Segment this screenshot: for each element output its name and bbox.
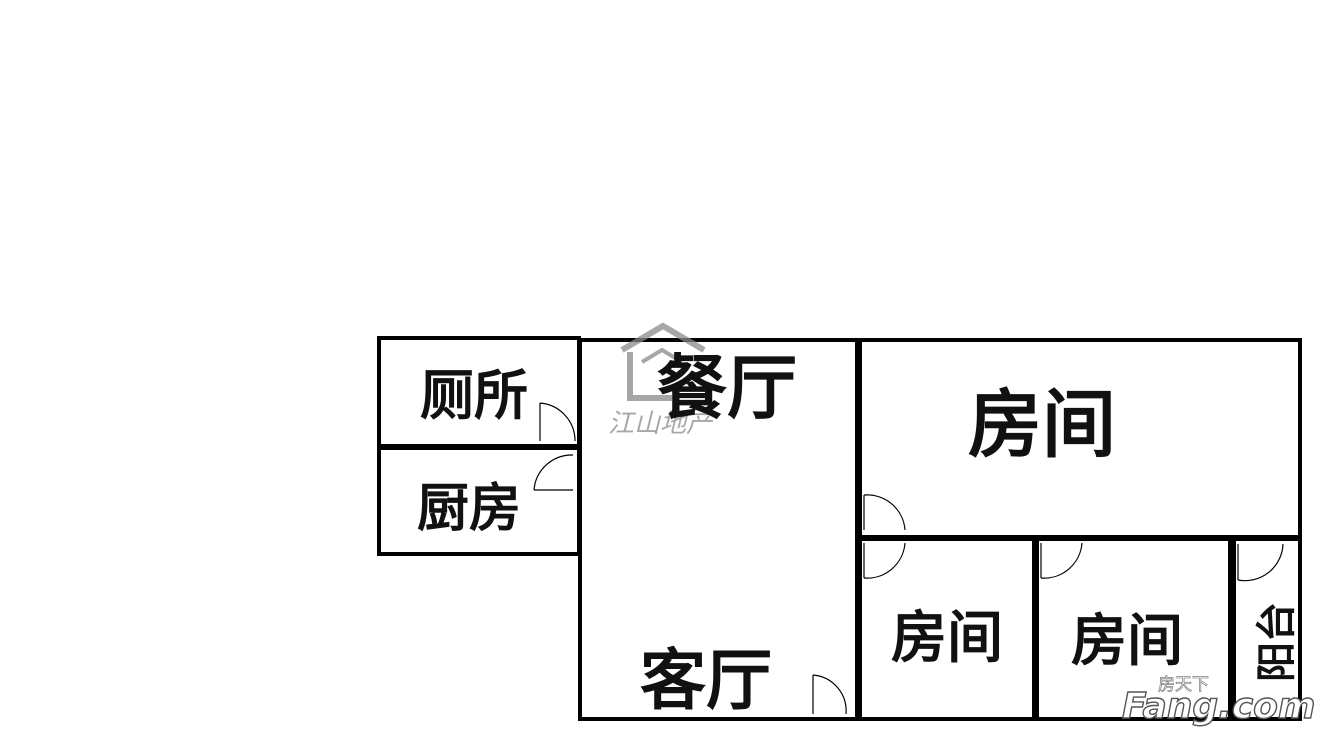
room-label-kitchen: 厨房 xyxy=(417,479,521,539)
agency-watermark-text: 江山地产 xyxy=(608,409,715,439)
room-label-bedroom-large: 房间 xyxy=(968,382,1116,468)
house-logo-icon xyxy=(620,322,706,401)
site-watermark: 房天下 Fang.com xyxy=(1121,675,1316,728)
bedroom-right-door xyxy=(1040,542,1083,579)
bedroom-right-room xyxy=(1035,537,1232,721)
balcony-door xyxy=(1237,543,1284,582)
site-watermark-cn: 房天下 xyxy=(1158,675,1209,695)
room-label-bedroom-right: 房间 xyxy=(1071,609,1183,674)
room-label-toilet: 厕所 xyxy=(420,364,528,427)
agency-watermark: 江山地产 xyxy=(608,322,715,439)
room-label-dining: 餐厅 xyxy=(657,347,797,429)
doors xyxy=(533,402,1284,715)
bedroom-large-door xyxy=(863,494,906,531)
room-label-bedroom-mid: 房间 xyxy=(891,606,1003,671)
living-dining-room xyxy=(578,338,859,721)
room-label-balcony: 阳台 xyxy=(1254,602,1300,682)
balcony-room xyxy=(1232,537,1302,721)
balcony-label-group: 阳台 xyxy=(1254,602,1300,682)
toilet-door xyxy=(539,402,576,442)
kitchen-door xyxy=(533,454,574,491)
living-door xyxy=(812,674,847,715)
room-label-living: 客厅 xyxy=(640,642,772,719)
bedroom-mid-room xyxy=(858,537,1036,721)
walls xyxy=(377,336,1302,721)
site-watermark-en: Fang.com xyxy=(1122,686,1315,727)
bedroom-mid-door xyxy=(863,542,906,579)
